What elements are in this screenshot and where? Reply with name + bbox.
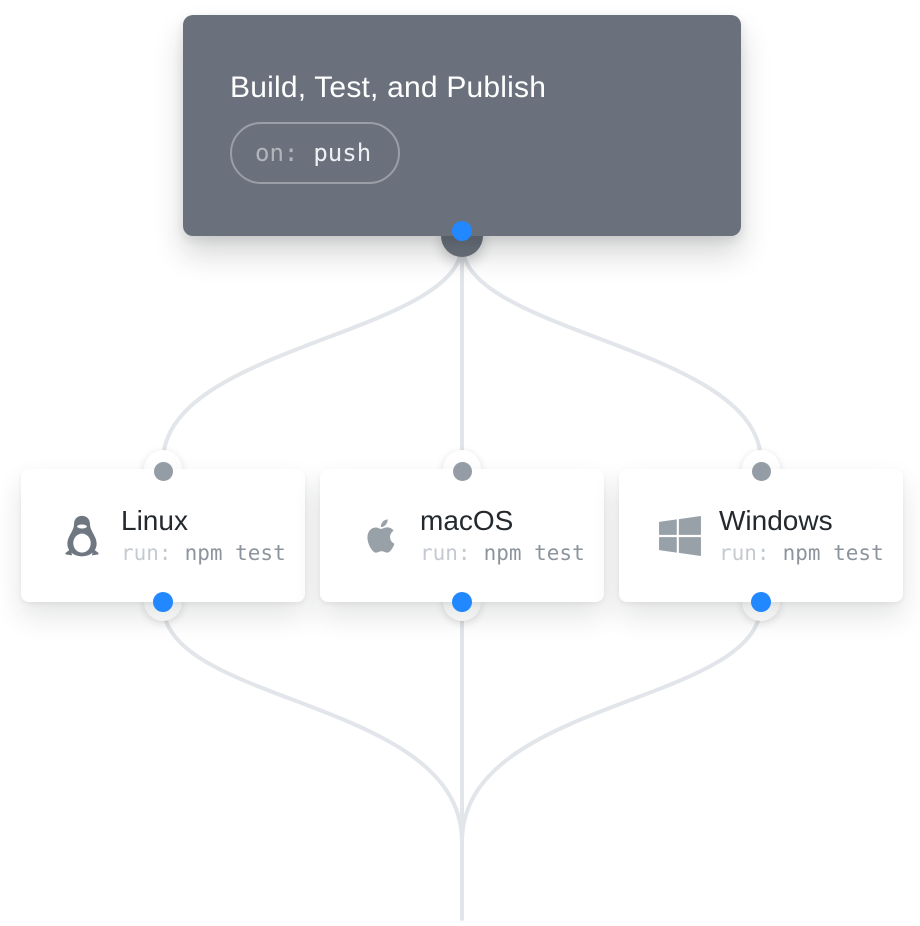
- linux-input-dot: [153, 462, 173, 481]
- windows-input-dot: [751, 462, 771, 481]
- job-card-linux[interactable]: Linux run: npm test: [21, 469, 305, 602]
- trigger-key-label: on:: [255, 139, 299, 167]
- connector-windows-to-merge: [460, 602, 763, 844]
- macos-input-dot: [452, 462, 472, 481]
- trigger-card[interactable]: Build, Test, and Publish on: push: [183, 15, 741, 236]
- windows-icon: [657, 515, 703, 556]
- run-key-label: run:: [420, 541, 471, 565]
- run-key-label: run:: [121, 541, 172, 565]
- run-value-label: npm test: [782, 541, 884, 565]
- run-value-label: npm test: [483, 541, 585, 565]
- job-name: macOS: [420, 505, 514, 536]
- job-name: Windows: [719, 505, 833, 536]
- job-run-command: run: npm test: [121, 541, 286, 565]
- run-key-label: run:: [719, 541, 770, 565]
- apple-icon: [358, 513, 404, 559]
- job-card-windows[interactable]: Windows run: npm test: [619, 469, 903, 602]
- run-value-label: npm test: [184, 541, 286, 565]
- connector-linux-to-merge: [161, 602, 464, 844]
- connector-trigger-to-windows: [460, 242, 763, 464]
- trigger-output-dot: [452, 221, 472, 241]
- linux-tux-icon: [59, 514, 105, 558]
- job-run-command: run: npm test: [420, 541, 585, 565]
- trigger-pill: on: push: [230, 122, 401, 184]
- trigger-value-label: push: [313, 139, 372, 167]
- connector-trigger-to-linux: [161, 242, 464, 464]
- windows-output-dot: [751, 592, 771, 612]
- job-name: Linux: [121, 505, 188, 536]
- workflow-title: Build, Test, and Publish: [230, 71, 547, 104]
- linux-output-dot: [153, 592, 173, 612]
- job-card-macos[interactable]: macOS run: npm test: [320, 469, 604, 602]
- job-run-command: run: npm test: [719, 541, 884, 565]
- macos-output-dot: [452, 592, 472, 612]
